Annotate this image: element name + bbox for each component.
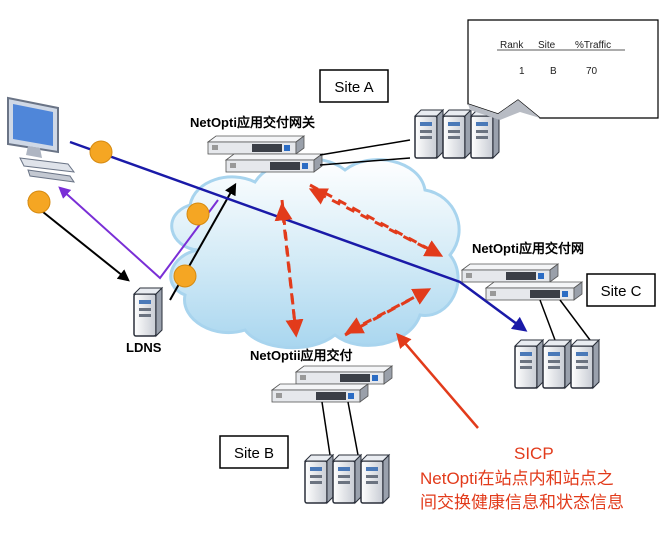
site-c-box: Site C [586, 273, 656, 307]
site-c-label: Site C [601, 283, 642, 300]
dns-response-path [58, 186, 219, 280]
table-header-rank: Rank [500, 40, 524, 51]
internet-cloud [169, 157, 461, 350]
ldns-server-icon [133, 287, 163, 337]
path-nodes [27, 140, 210, 288]
gateway-b-appliance-icon [271, 365, 393, 403]
gateway-b-label: NetOptii应用交付 [250, 348, 353, 363]
site-b-servers-icon [304, 454, 390, 504]
table-cell-rank: 1 [519, 66, 525, 77]
table-cell-site: B [550, 66, 557, 77]
gateway-a-label: NetOpti应用交付网关 [190, 115, 315, 130]
site-a-servers-icon [414, 109, 500, 159]
site-b-label: Site B [234, 445, 274, 462]
traffic-table-callout: Rank Site %Traffic 1 B 70 [467, 19, 659, 120]
ldns-label: LDNS [126, 340, 162, 355]
traffic-path [69, 140, 528, 332]
sicp-links [274, 183, 444, 338]
gateway-c-appliance-icon [461, 263, 583, 301]
sicp-pointer-arrow [396, 332, 479, 429]
sicp-line-2: 间交换健康信息和状态信息 [420, 493, 624, 512]
sicp-annotation: SICP NetOpti在站点内和站点之 间交换健康信息和状态信息 [420, 444, 624, 512]
table-cell-traffic: 70 [586, 66, 598, 77]
gateway-a-appliance-icon [207, 135, 323, 173]
client-computer-icon [7, 96, 76, 183]
table-header-traffic: %Traffic [575, 40, 611, 51]
gateway-c-label: NetOpti应用交付网 [472, 241, 584, 256]
sicp-title: SICP [514, 444, 554, 463]
site-a-label: Site A [334, 79, 373, 96]
sicp-line-1: NetOpti在站点内和站点之 [420, 469, 614, 488]
site-a-box: Site A [319, 69, 389, 103]
table-header-site: Site [538, 40, 556, 51]
site-c-servers-icon [514, 339, 600, 389]
site-b-box: Site B [219, 435, 289, 469]
